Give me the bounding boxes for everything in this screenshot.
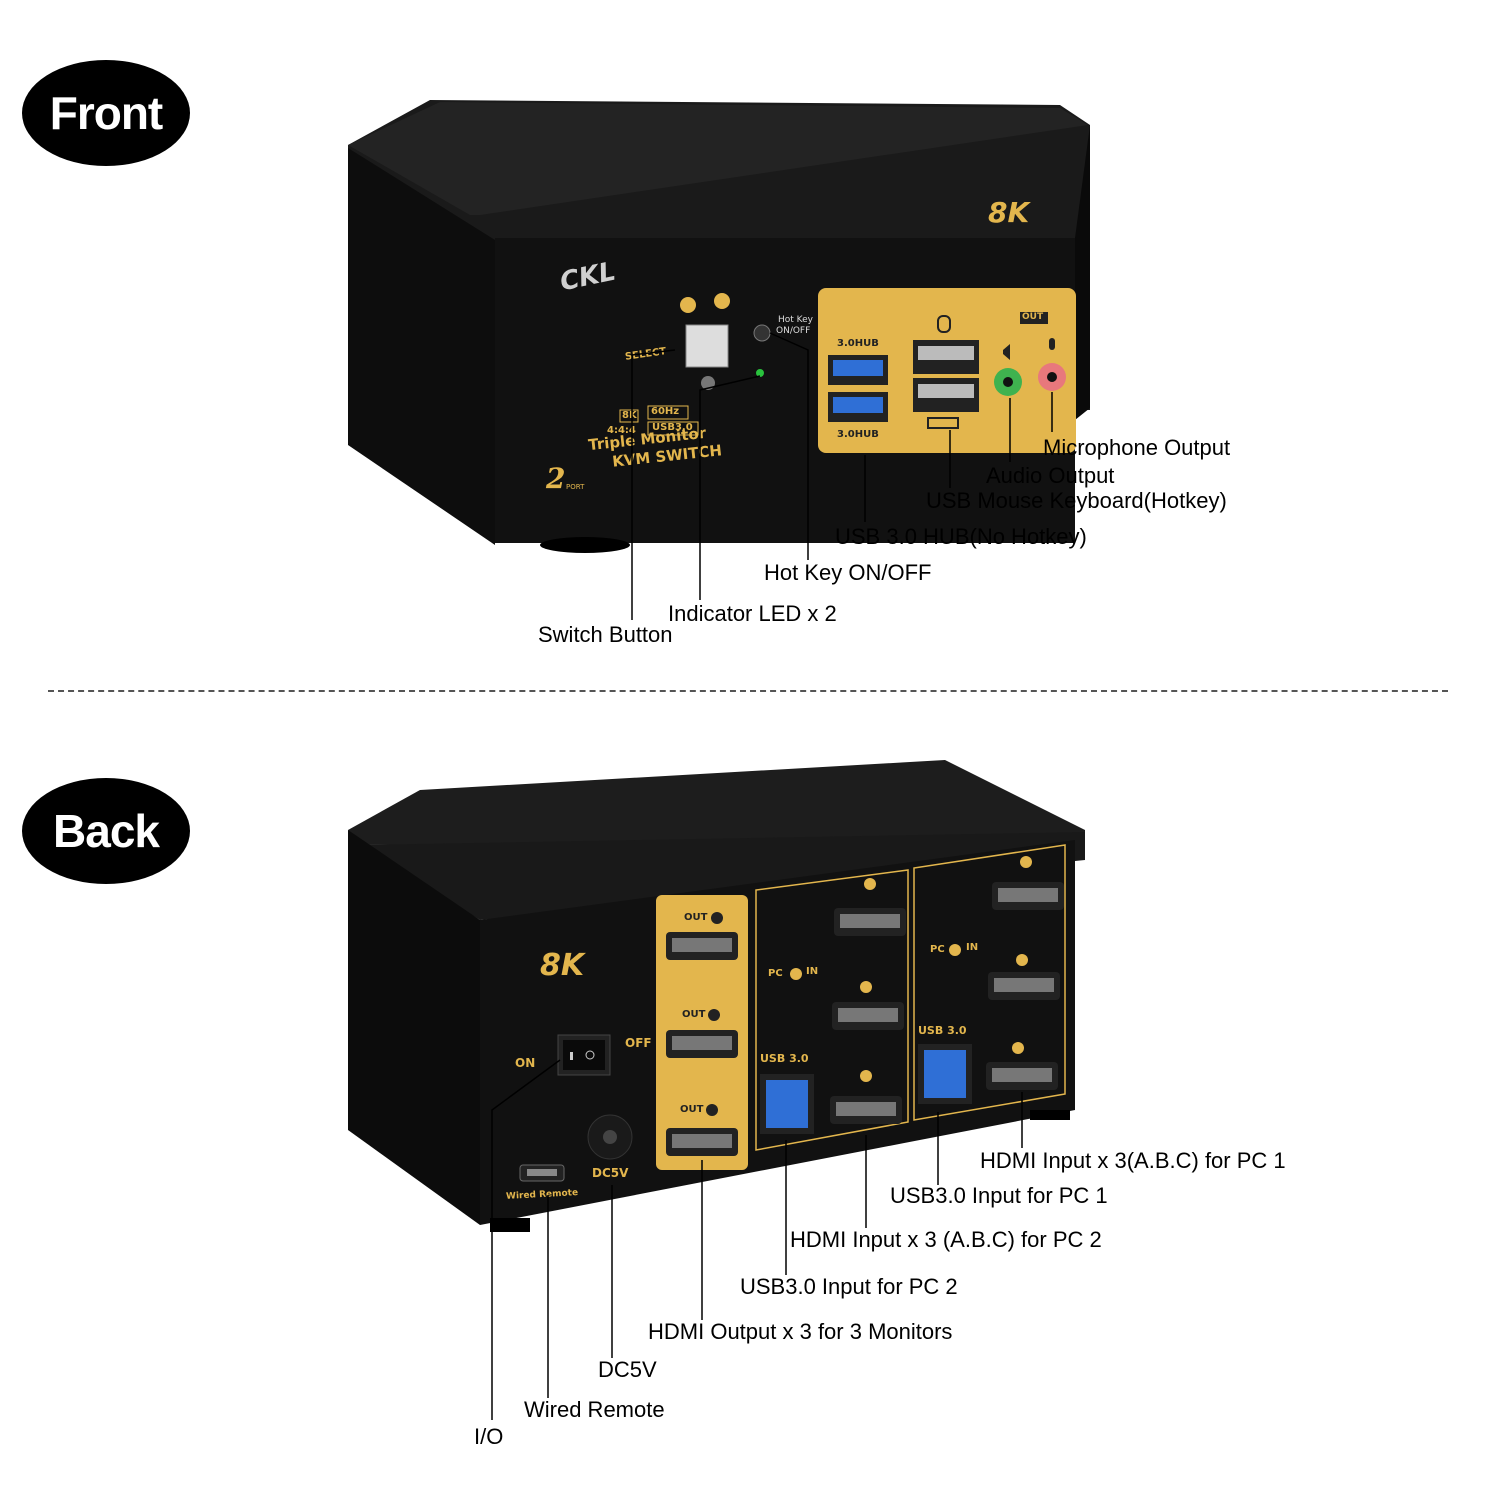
callout-audio: Audio Output — [986, 463, 1115, 488]
hotkey-label-1: Hot Key — [778, 315, 813, 325]
callout-usb-pc1: USB3.0 Input for PC 1 — [890, 1183, 1108, 1208]
pc2-in-word: IN — [806, 966, 819, 977]
out-label: OUT — [1022, 312, 1044, 322]
usb-hub-port-top — [833, 360, 883, 376]
front-8k-mark: 8K — [988, 196, 1030, 229]
hotkey-label-2: ON/OFF — [776, 326, 811, 336]
hub-label-bottom: 3.0HUB — [837, 429, 879, 440]
usb-port-pc2 — [766, 1080, 808, 1128]
out-c-label: OUT — [684, 912, 708, 923]
port-count: 2 — [546, 462, 566, 495]
section-divider — [48, 690, 1448, 692]
out-a-label: OUT — [680, 1104, 704, 1115]
callout-hdmi-out: HDMI Output x 3 for 3 Monitors — [648, 1319, 953, 1344]
back-badge: Back — [22, 778, 190, 884]
on-label: ON — [515, 1056, 536, 1070]
callout-microphone: Microphone Output — [1043, 435, 1231, 460]
usb-pc2-label: USB 3.0 — [760, 1052, 809, 1065]
hub-label-top: 3.0HUB — [837, 338, 879, 349]
back-8k-mark: 8K — [540, 948, 585, 983]
spec-444: 4:4:4 — [607, 425, 636, 436]
callout-hotkey: Hot Key ON/OFF — [764, 560, 932, 585]
dc5v-port-label: DC5V — [592, 1166, 629, 1180]
callout-io: I/O — [474, 1424, 504, 1449]
spec-60hz: 60Hz — [651, 406, 680, 417]
front-badge: Front — [22, 60, 190, 166]
off-label: OFF — [625, 1036, 652, 1050]
callout-wired-remote: Wired Remote — [524, 1397, 665, 1422]
out-b-label: OUT — [682, 1009, 706, 1020]
port-word: PORT — [566, 483, 585, 491]
callout-hdmi-pc2: HDMI Input x 3 (A.B.C) for PC 2 — [790, 1227, 1102, 1252]
pc1-in-word: IN — [966, 942, 979, 953]
usb-port-pc1 — [924, 1050, 966, 1098]
usb-hub-port-bottom — [833, 397, 883, 413]
callout-switch: Switch Button — [538, 622, 673, 647]
callout-hdmi-pc1: HDMI Input x 3(A.B.C) for PC 1 — [980, 1148, 1286, 1173]
spec-8k: 8K — [622, 410, 637, 421]
pc2-in-label: PC — [768, 968, 783, 979]
usb-pc1-label: USB 3.0 — [918, 1024, 967, 1037]
callout-dc5v: DC5V — [598, 1357, 657, 1382]
callout-usb-mouse: USB Mouse Keyboard(Hotkey) — [926, 488, 1227, 513]
callout-indicator: Indicator LED x 2 — [668, 601, 837, 626]
callout-usb-hub: USB 3.0 HUB(No Hotkey) — [835, 524, 1087, 549]
spec-usb: USB3.0 — [652, 422, 693, 433]
pc1-in-label: PC — [930, 944, 945, 955]
callout-usb-pc2: USB3.0 Input for PC 2 — [740, 1274, 958, 1299]
